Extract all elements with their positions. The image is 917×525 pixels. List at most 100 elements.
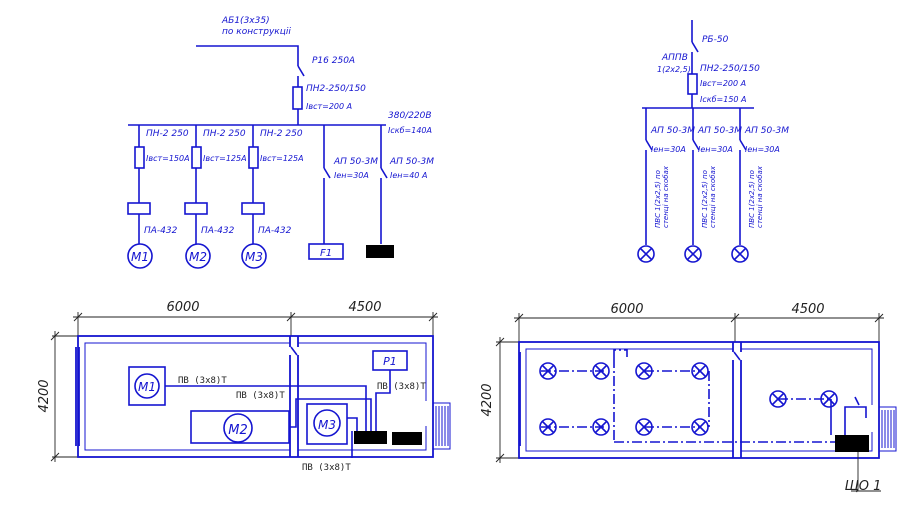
wire-label-2: ПВ (3х8)Т bbox=[236, 391, 285, 401]
motor-m1-symbol bbox=[127, 243, 153, 269]
left-scheme: АБ1(3х35) по конструкціі Р16 250А ПН2-25… bbox=[127, 16, 434, 269]
lighting-branch-3: АП 50-3М Іен=30А ПВС 1(2х2,5) по стенці … bbox=[731, 108, 789, 263]
left-main-switch-blade bbox=[297, 65, 305, 77]
motor-m2-plan-label: М2 bbox=[228, 423, 248, 438]
right-switch-label: РБ-50 bbox=[702, 35, 729, 45]
right-fuse-label: ПН2-250/150 bbox=[700, 64, 760, 74]
motor-branch-3: ПН-2 250 Івст=125А ПА-432 М3 bbox=[241, 125, 304, 269]
left-plan-dim-4500: 4500 bbox=[348, 300, 381, 315]
lighting-breaker-1-current: Іен=30А bbox=[651, 145, 686, 154]
lamp-icon bbox=[539, 418, 557, 436]
right-scheme: РБ-50 АППВ 1(2х2,5) ПН2-250/150 Івст=200… bbox=[637, 20, 789, 263]
branch-3-fuse-current: Івст=125А bbox=[260, 154, 304, 163]
left-main-switch-label: Р16 250А bbox=[312, 56, 355, 66]
lamp-icon bbox=[691, 362, 709, 380]
motor-m2-plan-symbol bbox=[223, 413, 253, 443]
lighting-line-9 bbox=[844, 406, 867, 435]
lighting-breaker-1-label: АП 50-3М bbox=[650, 126, 695, 136]
left-main-fuse-label: ПН2-250/150 bbox=[306, 84, 366, 94]
right-fuse bbox=[687, 73, 698, 95]
left-feeder-cable-label: АБ1(3х35) bbox=[221, 16, 270, 26]
lighting-breaker-3-label: АП 50-3М bbox=[744, 126, 789, 136]
left-floor-plan: 6000 4500 4200 М1 bbox=[37, 300, 451, 473]
lamp-icon bbox=[769, 390, 787, 408]
lamp-icon bbox=[592, 418, 610, 436]
breaker-2-label: АП 50-3М bbox=[389, 157, 434, 167]
right-plan-outer-wall bbox=[518, 341, 880, 459]
lighting-cable-1-label: ПВС 1(2х2,5) по bbox=[654, 170, 662, 228]
lighting-breaker-2-label: АП 50-3М bbox=[697, 126, 742, 136]
lighting-board bbox=[835, 435, 869, 452]
load-f1-box bbox=[308, 243, 344, 260]
right-plan-dim-4500: 4500 bbox=[791, 302, 824, 317]
lighting-branch-1: АП 50-3М Іен=30А ПВС 1(2х2,5) по стенці … bbox=[637, 108, 695, 263]
power-cabinet-2 bbox=[392, 432, 422, 445]
wire-label-1: ПВ (3х8)Т bbox=[178, 376, 227, 386]
motor-m3-label: М3 bbox=[245, 250, 263, 264]
stair bbox=[432, 402, 451, 450]
motor-m2-symbol bbox=[185, 243, 211, 269]
branch-2-starter-label: ПА-432 bbox=[201, 226, 235, 236]
left-main-fuse bbox=[292, 86, 303, 110]
lighting-cable-3-label: ПВС 1(2х2,5) по bbox=[748, 170, 756, 228]
motor-m3-symbol bbox=[241, 243, 267, 269]
left-feeder-route-label: по конструкціі bbox=[222, 27, 291, 37]
lamp-icon bbox=[691, 418, 709, 436]
branch-3-fuse-label: ПН-2 250 bbox=[260, 129, 303, 139]
motor-m3-plan-symbol bbox=[313, 409, 341, 437]
motor-branch-2: ПН-2 250 Івст=125А ПА-432 М2 bbox=[184, 125, 247, 269]
lamp-icon bbox=[684, 245, 702, 263]
right-plan-dim-6000: 6000 bbox=[610, 302, 643, 317]
lamp-icon bbox=[635, 362, 653, 380]
lamp-icon bbox=[635, 418, 653, 436]
motor-m1-plan-label: М1 bbox=[138, 380, 156, 394]
cable-route-p1 bbox=[375, 370, 391, 431]
left-plan-dim-6000: 6000 bbox=[166, 300, 199, 315]
lamp-icon bbox=[539, 362, 557, 380]
right-calc-current: Іскб=150 А bbox=[700, 95, 747, 104]
lamp-icon bbox=[592, 362, 610, 380]
lighting-cable-2-label: ПВС 1(2х2,5) по bbox=[701, 170, 709, 228]
wire-label-3: ПВ (3х8)Т bbox=[377, 382, 426, 392]
right-floor-plan: 6000 4500 4200 bbox=[480, 302, 897, 494]
lighting-branch-2: АП 50-3М Іен=30А ПВС 1(2х2,5) по стенці … bbox=[684, 108, 742, 263]
lighting-cable-2-route: стенці на скобах bbox=[709, 165, 717, 228]
lighting-breaker-2-current: Іен=30А bbox=[698, 145, 733, 154]
motor-branch-1: ПН-2 250 Івст=150А ПА-432 М1 bbox=[127, 125, 190, 269]
motor-m3-plan-label: М3 bbox=[318, 418, 336, 432]
left-main-fuse-current: Івст=200 А bbox=[306, 102, 352, 111]
stair bbox=[878, 406, 897, 452]
motor-m2-label: М2 bbox=[189, 250, 207, 264]
load-2-box bbox=[366, 245, 394, 258]
lamp-icon bbox=[731, 245, 749, 263]
lighting-cable-1-route: стенці на скобах bbox=[662, 165, 670, 228]
lighting-board-label: ЩО 1 bbox=[845, 479, 882, 494]
left-plan-dim-4200: 4200 bbox=[37, 379, 52, 412]
lamp-icon bbox=[637, 245, 655, 263]
left-voltage-label: 380/220В bbox=[388, 111, 432, 121]
branch-3-starter-label: ПА-432 bbox=[258, 226, 292, 236]
left-calc-current-label: Іскб=140А bbox=[388, 126, 432, 135]
branch-2-fuse-label: ПН-2 250 bbox=[203, 129, 246, 139]
lighting-cable-3-route: стенці на скобах bbox=[756, 165, 764, 228]
left-feeder-line bbox=[196, 45, 299, 66]
lighting-line-switch bbox=[613, 349, 628, 358]
cable-route-m3 bbox=[347, 417, 358, 431]
right-fuse-current: Івст=200 А bbox=[700, 79, 746, 88]
right-feeder-label: АППВ bbox=[661, 53, 688, 63]
branch-2-fuse-current: Івст=125А bbox=[203, 154, 247, 163]
breaker-branch-2: АП 50-3М Іен=40 А bbox=[366, 125, 434, 258]
wire-label-4: ПВ (3х8)Т bbox=[302, 463, 351, 473]
right-plan-dim-4200: 4200 bbox=[480, 383, 495, 416]
lamp-icon bbox=[820, 390, 838, 408]
motor-m3-base bbox=[306, 403, 348, 445]
breaker-branch-1: F1 АП 50-3М Іен=30А bbox=[308, 125, 378, 260]
left-plan-outer-wall bbox=[77, 335, 434, 458]
breaker-1-label: АП 50-3М bbox=[333, 157, 378, 167]
cable-route-m2 bbox=[289, 398, 372, 431]
breaker-2-current: Іен=40 А bbox=[390, 171, 427, 180]
right-feeder-cable-label: 1(2х2,5) bbox=[657, 65, 691, 74]
load-f1-label: F1 bbox=[320, 248, 332, 259]
